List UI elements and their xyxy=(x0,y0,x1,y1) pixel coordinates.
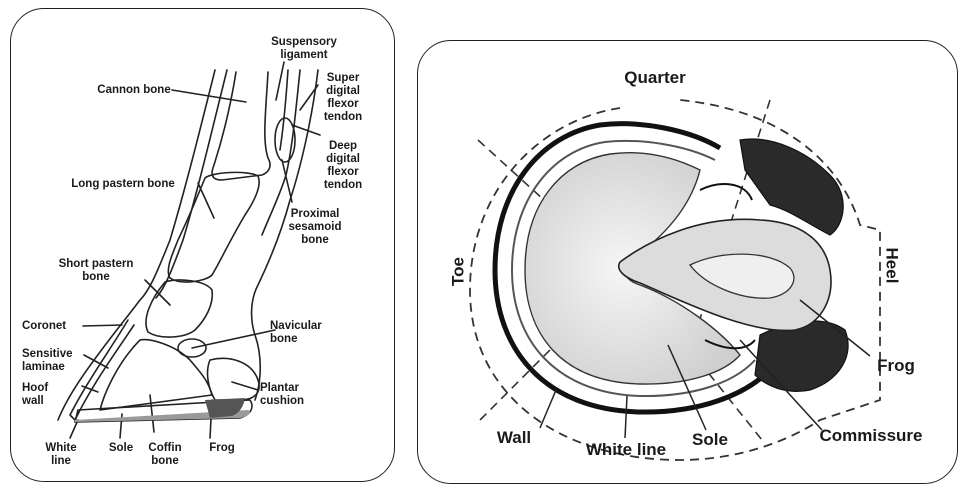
label-white-line-right: White line xyxy=(566,440,686,459)
label-toe: Toe xyxy=(449,247,468,297)
heel-bulb-bottom xyxy=(755,321,848,391)
label-wall: Wall xyxy=(484,428,544,447)
label-sole-right: Sole xyxy=(680,430,740,449)
label-commissure: Commissure xyxy=(806,426,936,445)
label-heel: Heel xyxy=(883,236,902,296)
label-quarter: Quarter xyxy=(600,68,710,87)
commissure-top xyxy=(700,184,752,200)
label-frog-right: Frog xyxy=(866,356,926,375)
